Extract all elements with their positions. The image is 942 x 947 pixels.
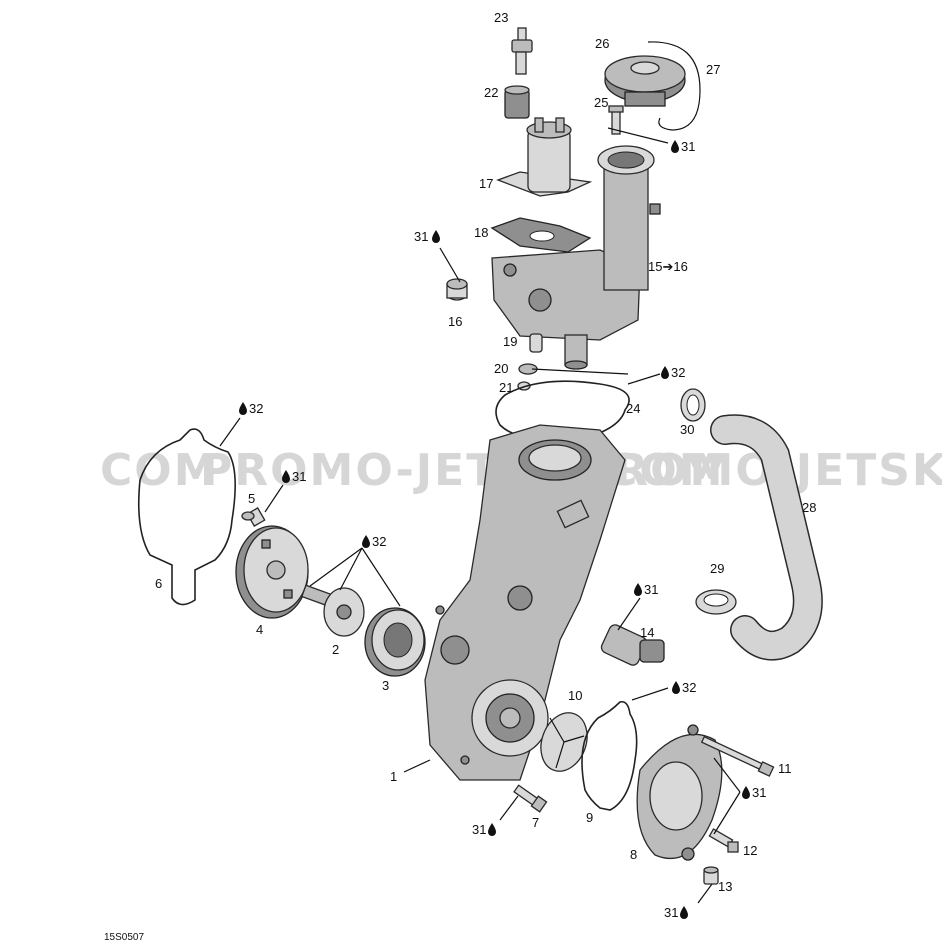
diagram-code: 15S0507 <box>104 932 144 942</box>
label-2: 2 <box>332 642 339 657</box>
oil-drop-icon <box>634 583 642 596</box>
product-refs: 31 31 32 32 31 32 31 32 31 31 31 <box>239 139 766 920</box>
oil-drop-icon <box>672 681 680 694</box>
ref-31-left: 31 <box>414 229 428 244</box>
part-7-screw <box>513 784 548 813</box>
ref-31-p11: 31 <box>752 785 766 800</box>
label-30: 30 <box>680 422 694 437</box>
label-8: 8 <box>630 847 637 862</box>
part-29-clamp <box>695 589 737 615</box>
oil-drop-icon <box>661 366 669 379</box>
ref-31-p13: 31 <box>664 905 678 920</box>
label-24: 24 <box>626 401 640 416</box>
part-16-plug <box>446 278 468 301</box>
part-19-spring <box>529 333 543 353</box>
label-11: 11 <box>778 761 792 776</box>
part-5-screw <box>241 507 266 527</box>
part-18-gasket <box>490 217 592 253</box>
label-7: 7 <box>532 815 539 830</box>
part-26-filler-cap <box>604 55 686 107</box>
label-14: 14 <box>640 625 654 640</box>
part-6-gasket <box>137 428 236 606</box>
label-16: 16 <box>448 314 462 329</box>
part-9-gasket <box>581 700 638 811</box>
part-11-bolt <box>700 735 775 777</box>
label-18: 18 <box>474 225 488 240</box>
ref-32-gasket-6: 32 <box>249 401 263 416</box>
label-19: 19 <box>503 334 517 349</box>
ref-31-p14: 31 <box>644 582 658 597</box>
label-23: 23 <box>494 10 508 25</box>
watermark-center: PROMO-JETSKI.COM <box>200 445 725 496</box>
label-13: 13 <box>718 879 732 894</box>
leader-lines <box>219 127 741 904</box>
ref-31-top: 31 <box>681 139 695 154</box>
label-5: 5 <box>248 491 255 506</box>
ref-32-gasket-9: 32 <box>682 680 696 695</box>
oil-drop-icon <box>239 402 247 415</box>
oil-drop-icon <box>680 906 688 919</box>
ref-32-top: 32 <box>671 365 685 380</box>
part-2-inner-rotor <box>301 584 365 637</box>
oil-drop-icon <box>742 786 750 799</box>
watermark: COM PROMO-JETSKI.COM PROMO-JETSK <box>100 445 942 496</box>
label-26: 26 <box>595 36 609 51</box>
label-20: 20 <box>494 361 508 376</box>
label-6: 6 <box>155 576 162 591</box>
part-22-sleeve <box>504 85 530 119</box>
part-3-outer-rotor <box>364 607 426 677</box>
oil-drop-icon <box>671 140 679 153</box>
label-3: 3 <box>382 678 389 693</box>
ref-31-p7: 31 <box>472 822 486 837</box>
label-25: 25 <box>594 95 608 110</box>
ref-32-gears: 32 <box>372 534 386 549</box>
label-12: 12 <box>743 843 757 858</box>
part-30-clamp <box>680 388 706 422</box>
oil-drop-icon <box>362 535 370 548</box>
oil-drop-icon <box>432 230 440 243</box>
label-27: 27 <box>706 62 720 77</box>
ref-31-p5: 31 <box>292 469 306 484</box>
part-8-cover <box>636 724 723 861</box>
part-23-screw <box>511 27 533 75</box>
label-15-16: 15➔16 <box>648 259 688 274</box>
label-22: 22 <box>484 85 498 100</box>
part-10-strainer <box>540 712 588 772</box>
part-13-plug <box>703 866 719 885</box>
oil-drop-icon <box>488 823 496 836</box>
part-12-screw <box>708 828 739 853</box>
part-25-screw <box>608 105 624 135</box>
label-10: 10 <box>568 688 582 703</box>
part-4-rotor-plate <box>235 525 309 619</box>
label-1: 1 <box>390 769 397 784</box>
label-9: 9 <box>586 810 593 825</box>
part-24-gasket <box>495 380 630 441</box>
label-4: 4 <box>256 622 263 637</box>
part-labels: 23 22 26 27 25 17 18 15➔16 16 19 20 21 2… <box>155 10 816 894</box>
part-15-thermostat-housing <box>491 145 661 370</box>
oil-drop-icon <box>282 470 290 483</box>
label-17: 17 <box>479 176 493 191</box>
part-1-pump-housing <box>424 424 626 781</box>
watermark-left: COM <box>100 445 219 496</box>
label-21: 21 <box>499 380 513 395</box>
part-14-sensor <box>600 624 665 666</box>
part-27-tether <box>647 41 701 131</box>
label-28: 28 <box>802 500 816 515</box>
label-29: 29 <box>710 561 724 576</box>
part-17-thermostat-cover <box>496 117 593 197</box>
